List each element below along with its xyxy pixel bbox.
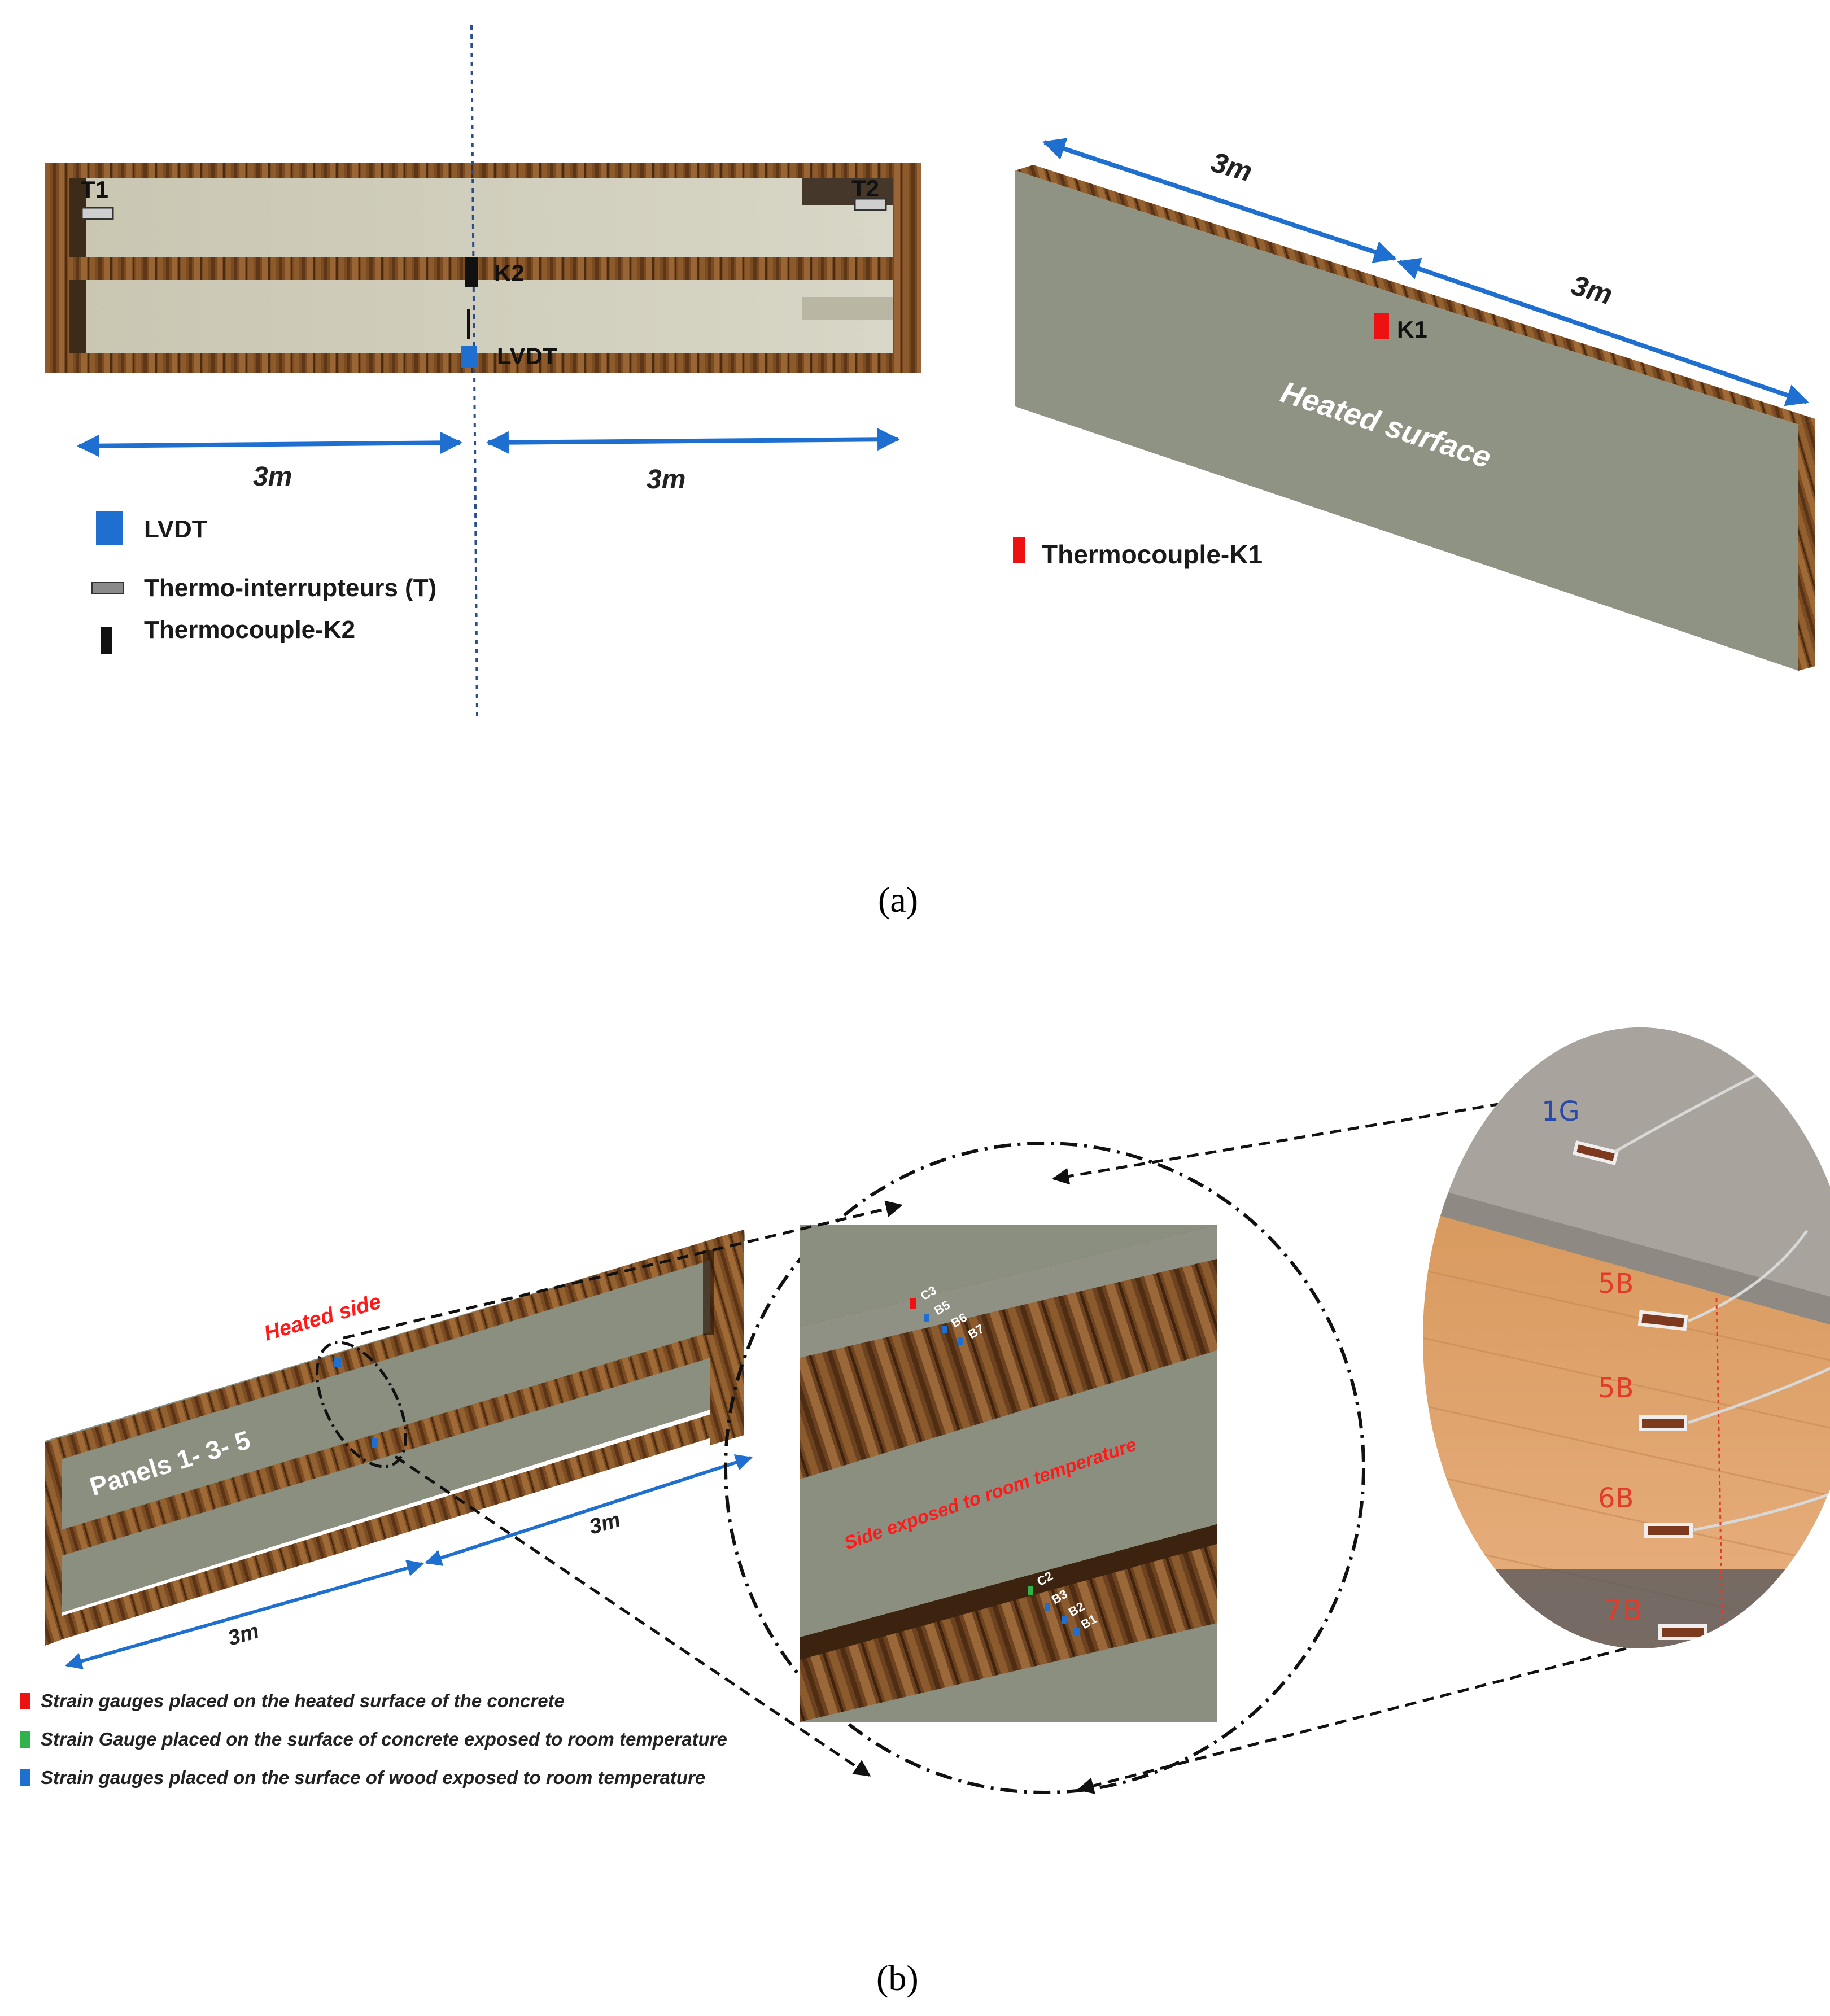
thermocouple-k1-marker xyxy=(1374,313,1389,339)
zoom-top-wood xyxy=(800,1225,1217,1479)
slab-b-top-wood xyxy=(45,1230,744,1464)
label-t2: T2 xyxy=(851,175,879,202)
legend-b-green-label: Strain Gauge placed on the surface of co… xyxy=(41,1729,727,1750)
photo-mark-5b-b: 5B xyxy=(1598,1372,1634,1404)
zoom-gauge-b1 xyxy=(1074,1628,1080,1636)
slab-b-gauge-mid xyxy=(372,1438,378,1448)
legend-thermo-switch-swatch xyxy=(91,582,124,594)
legend-b-red-swatch xyxy=(20,1693,30,1709)
caption-a: (a) xyxy=(878,880,918,920)
legend-b-blue-label: Strain gauges placed on the surface of w… xyxy=(41,1767,705,1788)
photo-gauge-5 xyxy=(1658,1624,1707,1640)
photo-mark-6b: 6B xyxy=(1598,1483,1634,1514)
slab-b-left-end xyxy=(45,1437,62,1646)
legend-k2-swatch xyxy=(101,627,112,654)
zoom-gauge-c3 xyxy=(910,1298,916,1309)
photo-gauge-3 xyxy=(1639,1415,1687,1431)
thermo-switch-t2 xyxy=(854,198,887,211)
b-dim-top-label: 3m xyxy=(587,1508,623,1540)
dim-arrow-left xyxy=(77,431,462,457)
photo-gauge-4 xyxy=(1644,1523,1693,1538)
photo-gauge-2 xyxy=(1637,1310,1688,1331)
iso-heated-face xyxy=(1015,170,1798,671)
zoom-gauge-b6 xyxy=(942,1326,947,1333)
photo-ellipse: 1G 5B 5B 6B 7B xyxy=(1423,1027,1830,1648)
zoom-gauge-b5 xyxy=(924,1314,929,1322)
label-k1: K1 xyxy=(1397,316,1427,343)
iso-dim-left-label: 3m xyxy=(1208,146,1256,188)
label-t1: T1 xyxy=(81,176,108,203)
photo-gauge-1 xyxy=(1573,1140,1619,1166)
detail-small-ellipse xyxy=(315,1341,408,1468)
dim-right-label: 3m xyxy=(647,465,685,495)
photo-mark-1g: 1G xyxy=(1541,1096,1580,1127)
zoom-gauge-c2 xyxy=(1028,1586,1033,1595)
slab-b-mid-wood xyxy=(61,1329,720,1556)
photo-mark-5b-a: 5B xyxy=(1598,1268,1634,1300)
iso-view-section: K1 Heated surface 3m 3m Thermocouple-K1 xyxy=(1013,138,1815,671)
iso-slab-end-edge xyxy=(1798,419,1815,671)
center-axis-line xyxy=(470,25,478,716)
label-k2: K2 xyxy=(494,260,525,286)
caption-b: (b) xyxy=(876,1958,919,1998)
dim-left-label: 3m xyxy=(253,462,292,492)
iso-dim-arrow-right xyxy=(1397,257,1809,406)
zoom-gauge-b2 xyxy=(1062,1616,1067,1624)
legend-panel-b: Strain gauges placed on the heated surfa… xyxy=(20,1690,727,1788)
top-view-section: T1 T2 K2 LVDT 3m 3m xyxy=(45,25,921,716)
zoom-circle xyxy=(724,1142,1365,1794)
legend-k1-label: Thermocouple-K1 xyxy=(1042,540,1263,569)
photo-mark-7b: 7B xyxy=(1604,1594,1643,1628)
zoom-detail: C3 B5 B6 B7 Side exposed to room tempera… xyxy=(724,1142,1365,1794)
label-lvdt: LVDT xyxy=(497,343,557,369)
iso-dim-arrow-left xyxy=(1042,138,1397,263)
legend-lvdt-label: LVDT xyxy=(144,515,207,543)
zoom-gauge-b3 xyxy=(1045,1603,1050,1611)
b-dim-arrow-top xyxy=(425,1454,753,1566)
slab-b-upper-face xyxy=(52,1241,723,1541)
thermo-switch-t1 xyxy=(81,207,114,220)
top-view-upper-channel xyxy=(69,178,893,257)
legend-panel-a: LVDT Thermo-interrupteurs (T) Thermocoup… xyxy=(91,511,436,654)
legend-b-blue-swatch xyxy=(20,1769,30,1786)
b-dim-arrow-bottom xyxy=(65,1559,424,1670)
legend-b-green-swatch xyxy=(20,1731,30,1748)
lvdt-marker xyxy=(461,346,477,368)
zoom-gauge-b7 xyxy=(958,1337,963,1345)
panel-b-slab: Panels 1- 3- 5 Heated side 3m 3m xyxy=(45,1230,753,1670)
slab-b-gauge-top xyxy=(334,1358,341,1367)
b-dim-bottom-label: 3m xyxy=(225,1619,261,1651)
slab-b-right-end xyxy=(710,1230,744,1445)
zoom-bottom-wood xyxy=(800,1524,1217,1722)
legend-thermo-switch-label: Thermo-interrupteurs (T) xyxy=(144,574,436,602)
legend-b-red-label: Strain gauges placed on the heated surfa… xyxy=(41,1690,565,1711)
dim-arrow-right xyxy=(486,428,900,454)
legend-k2-label: Thermocouple-K2 xyxy=(144,616,355,644)
iso-dim-right-label: 3m xyxy=(1568,269,1616,311)
heated-side-label: Heated side xyxy=(261,1289,384,1345)
thermocouple-k2-marker xyxy=(465,257,478,287)
legend-lvdt-swatch xyxy=(96,511,123,545)
top-view-lower-channel xyxy=(69,280,893,353)
legend-k1-swatch xyxy=(1013,537,1025,563)
